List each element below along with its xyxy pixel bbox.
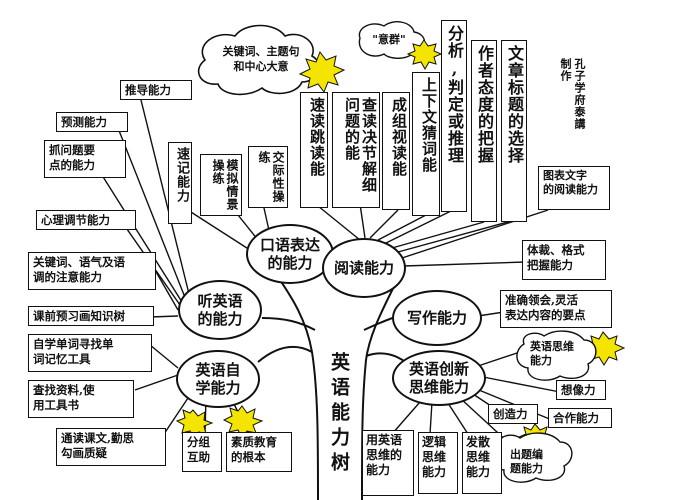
preview-knowledge-tree: 课前预习画知识树 [28,306,154,326]
producer-note: 孔子学府泰講制作 [554,54,588,138]
make-questions-ability: 出题编 题能力 [510,448,543,475]
logic-thinking-text: 逻辑思维能力 [422,435,447,479]
inference-ability: 推导能力 [120,80,192,100]
reading-skill-fast: 速读跳读能 [300,92,328,208]
yiqun-cloud-text: "意群" [372,33,406,46]
reading-skill-scan: 查读决节解细问题的能 [332,92,380,208]
interpersonal-practice: 交际性操练 [248,146,288,208]
reading-skill-analysis: 分析,判定或推理 [441,20,467,212]
item-clouds [492,330,597,483]
creativity-ability: 创造力 [488,404,538,424]
cooperation-ability: 合作能力 [548,408,612,428]
imagination-ability: 想像力 [556,380,606,400]
note-taking-ability: 速记能力 [168,142,192,224]
mimic-practice: 模拟情景操练 [200,154,242,216]
keyword-tone-ability: 关键词、语气及语 调的注意能力 [28,252,156,290]
oral-ability-oval: 口语表达 的能力 [246,224,334,284]
branch-lines [99,95,561,445]
reading-ability-oval: 阅读能力 [322,238,406,298]
prediction-ability: 预测能力 [56,112,128,132]
group-mutual-aid: 分组 互助 [182,432,222,472]
genre-format-grasp: 体裁、格式 把握能力 [522,240,606,280]
reading-skill-group: 成组视读能 [382,92,410,210]
reading-skill-context: 上下文猜词能 [412,72,440,216]
quality-education-root: 素质教育 的根本 [226,432,292,472]
grasp-question-ability: 抓问题要 点的能力 [44,140,126,178]
listening-ability-oval: 听英语 的能力 [178,280,262,340]
english-thinking-text: 用英语思维的能力 [366,433,403,477]
writing-ability-oval: 写作能力 [392,290,482,346]
self-learn-words: 自学单词寻找单 词记忆工具 [28,334,152,372]
divergent-thinking-text: 发散思维能力 [466,435,491,479]
lookup-materials: 查找资料,使 用工具书 [28,380,134,418]
keywords-cloud-text: 关键词、主题句 和中心大意 [222,45,300,73]
self-study-ability-oval: 英语自 学能力 [176,350,260,408]
recite-text: 通读课文,勤思 勾画质疑 [56,428,166,466]
burst-shapes [175,39,626,452]
burst-icon [406,39,443,71]
reading-skill-title: 文章标题的选择 [501,40,527,222]
innovation-ability-oval: 英语创新 思维能力 [392,350,486,406]
english-thinking-ability: 英语思维 能力 [530,340,574,367]
logic-thinking-box: 逻辑思维能力 [418,432,458,494]
accurate-expression: 准确领会,灵活 表达内容的要点 [500,290,612,328]
chart-text-reading: 图表文字 的阅读能力 [538,166,610,210]
divergent-thinking-box: 发散思维能力 [462,432,502,494]
english-thinking-box: 用英语思维的能力 [362,430,414,496]
reading-skill-attitude: 作者态度的把握 [471,40,497,222]
trunk-title: 英语能力树 [328,352,350,477]
psych-adjust-ability: 心理调节能力 [36,210,136,230]
